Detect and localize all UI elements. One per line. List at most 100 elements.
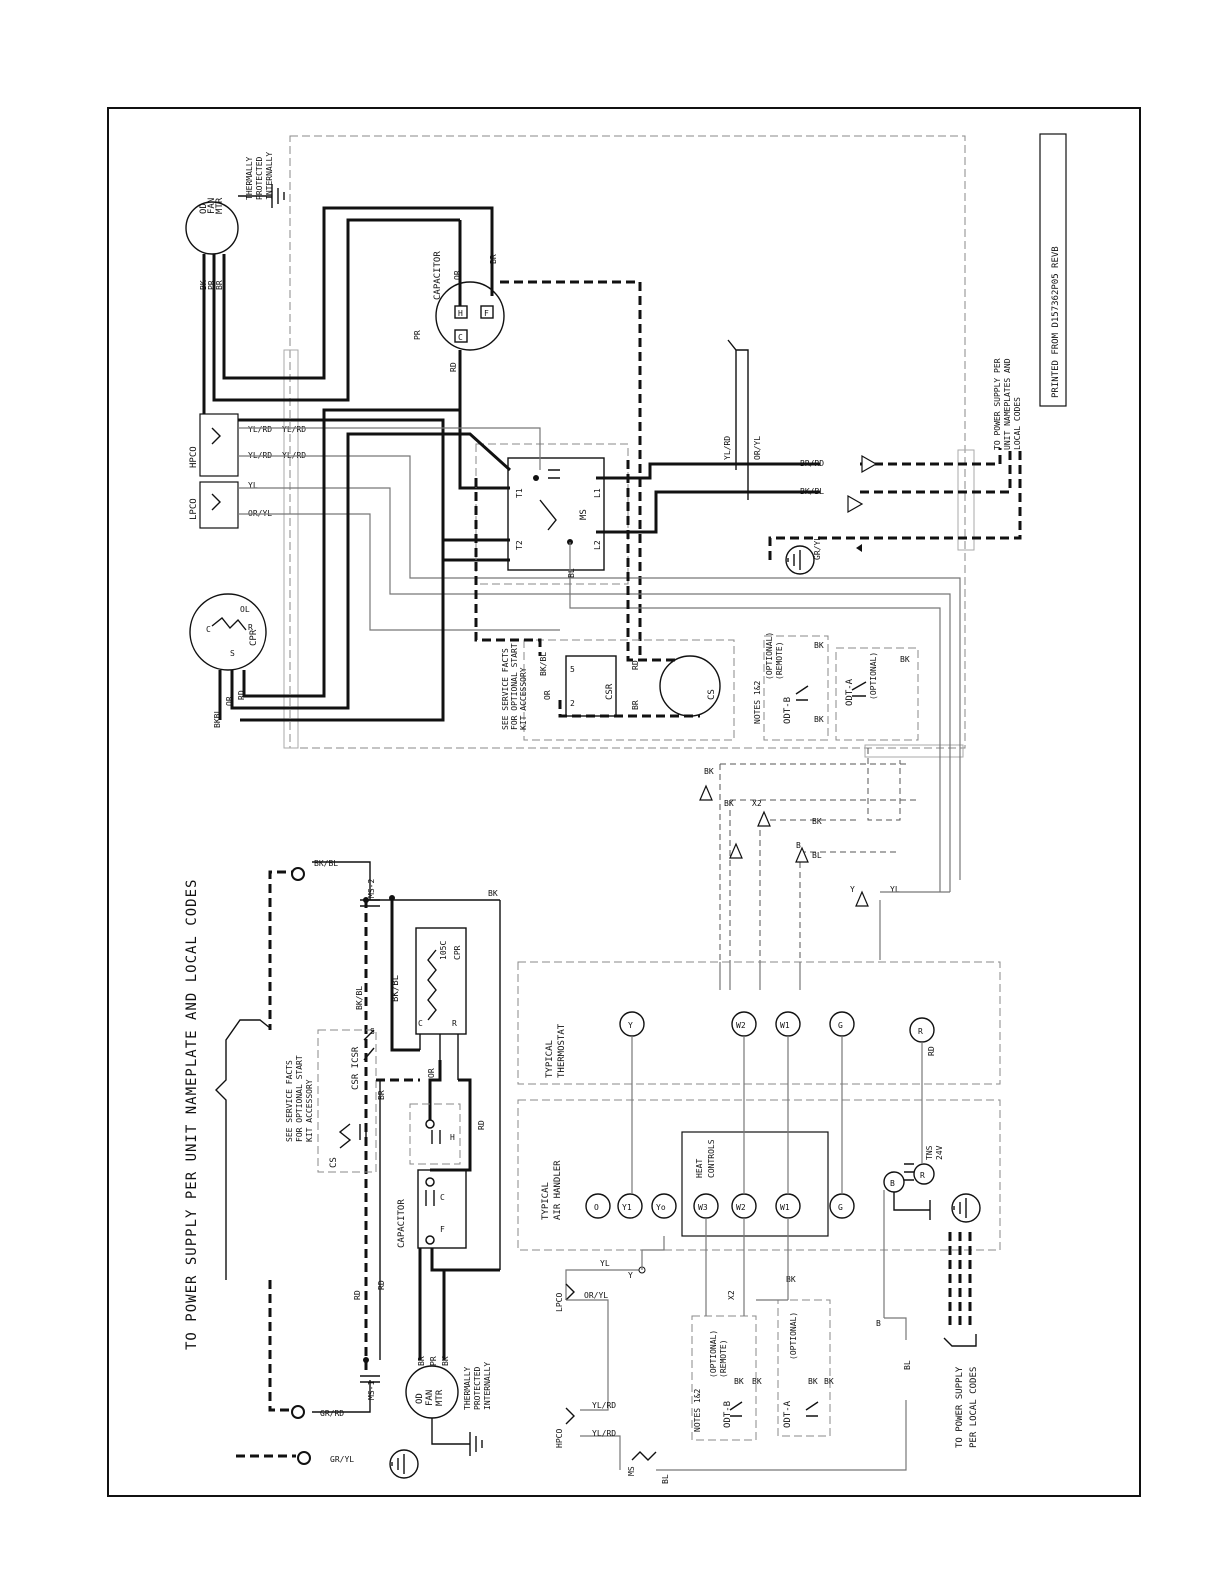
ah-w3: W3 [698,1203,708,1212]
ground-symbol-ladder [389,1449,419,1479]
cs-resistor [338,1123,352,1149]
ladder-bk-2: BK [752,1377,762,1386]
ladder-b-label: B [876,1319,881,1328]
route-odt [867,748,901,821]
service-facts-2: FOR OPTIONAL START [510,643,519,730]
contactor-terminal [533,475,539,481]
fuse-ylrd: YL/RD [723,436,732,460]
ground-symbol-ladder-2 [951,1193,981,1223]
ah-b: B [890,1179,895,1188]
rd-cap-label: RD [477,1120,486,1130]
cap-terminal-c [454,329,468,343]
route-bl: BL [812,851,822,860]
wire-cpr-rd [242,408,460,698]
top-ps-1: TO POWER SUPPLY PER [993,358,1002,450]
terminal-marker [855,890,869,907]
air-handler-box [517,1099,1001,1251]
air-handler-label-2: AIR HANDLER [553,1160,563,1220]
ladder-yl-label: YL [600,1259,610,1268]
ladder-b-link [884,1317,907,1340]
ah-w2: W2 [736,1203,746,1212]
odt-bk-2: BK [814,641,824,650]
cap-terminal [425,1119,435,1129]
fan-pr-label: PR [429,1356,438,1366]
terminal-l2 [291,1405,305,1419]
odt-bk-1: BK [814,715,824,724]
ms-label: MS [579,509,589,520]
l2-label: L2 [593,540,602,550]
wire-hpco-1 [238,427,541,470]
lsf-1: SEE SERVICE FACTS [285,1060,294,1142]
wire-lpco-oryl [238,513,560,631]
hpco-top: HPCO YL/RD YL/RD YL/RD YL/RD [189,413,306,477]
ladder-lpco-label: LPCO [555,1293,564,1312]
odt-a-label: ODT-A [845,678,855,706]
wire-fan-pr [212,218,460,402]
tstat-w1: W1 [780,1021,790,1030]
ladder-ms-coil [631,1451,657,1461]
protected-label: PROTECTED [255,156,264,200]
fan-bk-label: BK [441,1356,450,1366]
power-line-l1 [268,870,300,1412]
ladder-odt-a-switch [805,1401,819,1417]
ah-yo: Yo [656,1203,666,1212]
terminal-gnd [297,1451,311,1465]
gryl-label-ladder: GR/YL [330,1455,354,1464]
lpco-top: LPCO YL OR/YL [189,481,272,529]
top-ps-3: LOCAL CODES [1013,397,1022,450]
terminal-marker [795,846,809,863]
top-ps-2: UNIT NAMEPLATES AND [1003,358,1012,450]
thermostat-label-1: TYPICAL [545,1040,555,1078]
brrd-label: BR/RD [800,459,824,468]
csr-s-letter: S [370,1027,375,1036]
cap-ladder-f: F [440,1225,445,1234]
capacitor-top: CAPACITOR H C F OR PR RD BR [413,251,505,372]
bkbl-label-l2: BK/BL [391,975,401,1002]
ladder-opt-remote-1: (OPTIONAL) [709,1330,718,1378]
service-facts-3: KIT ACCESSORY [519,667,528,730]
rd-label-ladder-1: RD [353,1290,362,1300]
ladder-hpco-label: HPCO [555,1429,564,1448]
cs-label-ladder: CS [329,1157,339,1168]
wire-sk-2 [626,460,680,662]
route-y: Y [850,885,855,894]
cap-ladder-label: CAPACITOR [397,1199,407,1248]
ah-w1: W1 [780,1203,790,1212]
route-bk-3: BK [812,817,822,826]
csr-br-label: BR [377,1090,386,1100]
t2-label: T2 [515,540,524,550]
pr-label: PR [207,280,216,290]
lpco-yl-label: YL [248,481,258,490]
ah-terminal-o [585,1193,611,1219]
power-supply-brace-bottom [943,1334,977,1347]
cap-herm-plates [431,1130,441,1144]
internally-label: INTERNALLY [265,152,274,200]
sk-or-label: OR [543,690,552,700]
ah-g: G [838,1203,843,1212]
ah-r: R [920,1171,925,1180]
cpr-winding [211,617,247,631]
cap-ladder-c: C [440,1193,445,1202]
fuse-symbol [727,339,749,500]
tstat-g: G [838,1021,843,1030]
wire-channel-left [283,349,299,749]
cpr-c-letter: C [206,625,211,634]
heat-controls-1: HEAT [695,1159,704,1178]
power-supply-brace [215,1019,271,1280]
ladder-diagram: TO POWER SUPPLY PER UNIT NAMEPLATE AND L… [184,859,1001,1484]
ladder-ylrd-label-2: YL/RD [592,1429,616,1438]
wire-power-l2 [860,448,1012,494]
cap-terminal [425,1177,435,1187]
cpr-ladder-r: R [452,1019,457,1028]
cpr-ol-letter: OL [240,605,250,614]
wire-pr-fan [430,1248,500,1272]
terminal-marker [699,784,713,801]
terminal-l2-symbol [847,494,864,514]
csr-two: 2 [570,699,575,708]
ah-y1: Y1 [622,1203,632,1212]
contactor-body [507,457,605,571]
ladder-bk-4: BK [824,1377,834,1386]
odt-bk-3: BK [900,655,910,664]
ground-lines-top [787,550,801,570]
csr-label: CSR [605,683,615,700]
